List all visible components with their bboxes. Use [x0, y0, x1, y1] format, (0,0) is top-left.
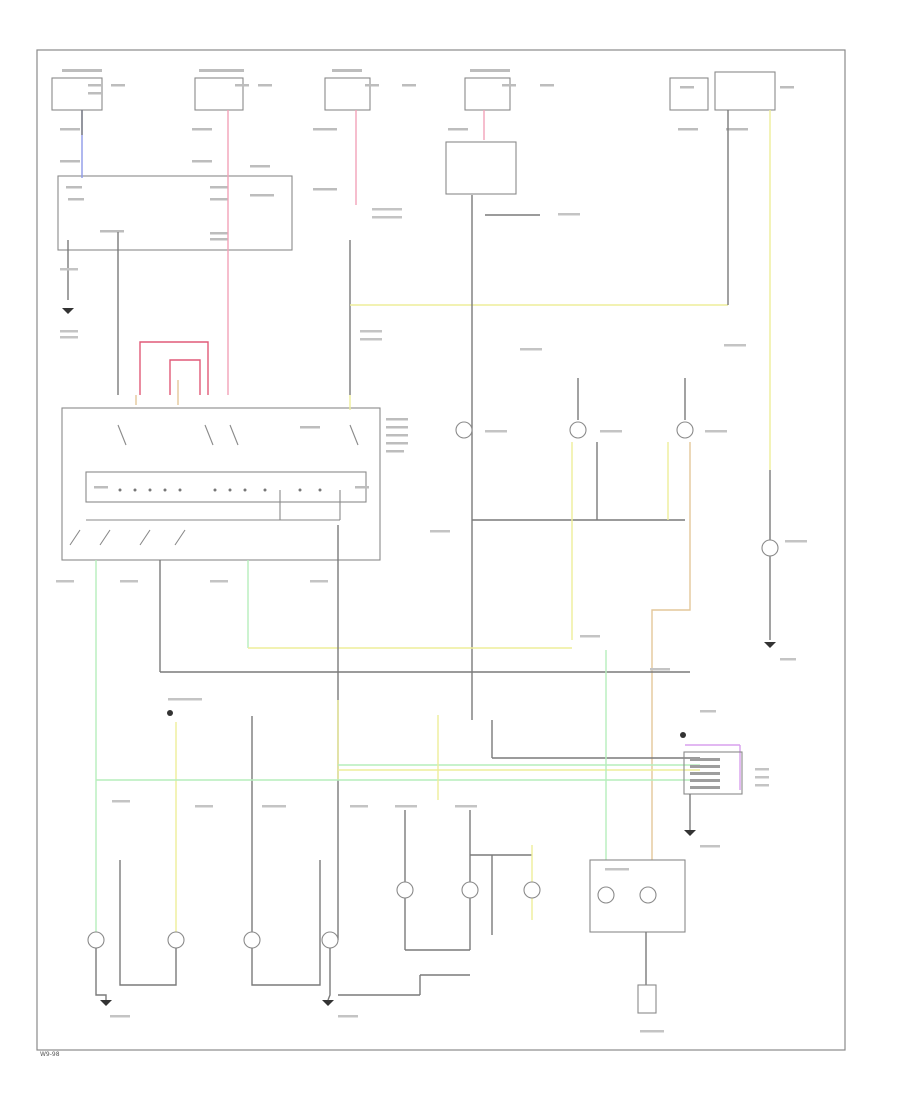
- label-bar: [470, 69, 510, 72]
- fuse-box-6: [714, 71, 776, 111]
- lamp-icon: [167, 931, 185, 949]
- lamps: [87, 421, 779, 949]
- lamp-icon: [455, 421, 473, 439]
- switch-contacts: [69, 424, 359, 546]
- switch-dots: [118, 488, 322, 492]
- label-bar: [332, 69, 362, 72]
- lamp-icon: [523, 881, 541, 899]
- label-bar: [62, 69, 102, 72]
- label-bar: [678, 128, 698, 131]
- trailer-connector: [683, 751, 743, 795]
- wire-red: [139, 341, 209, 395]
- label-bar: [258, 84, 272, 87]
- label-bar: [88, 92, 102, 95]
- lamp-icon: [639, 886, 657, 904]
- label-bar: [313, 128, 337, 131]
- switch-inner-box: [85, 471, 367, 503]
- lamp-icon: [461, 881, 479, 899]
- lamp-icon: [597, 886, 615, 904]
- flasher-labels: [66, 165, 274, 241]
- harness-bus: [96, 650, 741, 860]
- label-bar: [402, 84, 416, 87]
- lamp-icon: [87, 931, 105, 949]
- wire-column-4: [445, 110, 685, 720]
- label-bar: [540, 84, 554, 87]
- label-bar: [88, 84, 102, 87]
- diagram-frame: [36, 49, 846, 1051]
- ground-icon: [62, 308, 74, 314]
- fuse-box-3: [324, 77, 371, 111]
- wire-tan: [651, 442, 691, 860]
- lamp-icon: [761, 539, 779, 557]
- label-bar: [192, 160, 212, 163]
- fuse-box-5: [669, 77, 709, 111]
- grounds: [62, 308, 776, 1006]
- connector-icon: [167, 710, 173, 716]
- ground-icon: [322, 1000, 334, 1006]
- lamp-icon: [569, 421, 587, 439]
- placeholder-labels: [60, 69, 794, 191]
- wire-red: [169, 359, 201, 395]
- flasher-relay-box: [57, 175, 293, 251]
- footer-code: W9-98: [40, 1051, 60, 1058]
- wire-black: [119, 860, 177, 986]
- ground-icon: [684, 830, 696, 836]
- ground-branches: [95, 860, 331, 1001]
- lamp-icon: [243, 931, 261, 949]
- ground-icon: [100, 1000, 112, 1006]
- fuse-boxes: [51, 71, 776, 111]
- wire-lower-left: [95, 525, 690, 940]
- label-bar: [448, 128, 468, 131]
- connector-icon: [680, 732, 686, 738]
- fuse-box-4: [464, 77, 511, 111]
- trailer-connector-pins: [690, 758, 720, 789]
- wire-black: [327, 948, 331, 1001]
- label-bar: [60, 128, 80, 131]
- wire-column-2: [135, 110, 229, 405]
- label-bar: [726, 128, 748, 131]
- turn-hazard-switch-box: [61, 407, 381, 561]
- label-bar: [111, 84, 125, 87]
- lamp-icon: [396, 881, 414, 899]
- lamp-icon: [321, 931, 339, 949]
- ground-icon: [764, 642, 776, 648]
- wire-black: [251, 860, 321, 986]
- switch-labels: [94, 418, 408, 489]
- wire-black: [95, 948, 107, 1000]
- label-bar: [502, 84, 516, 87]
- fuse-box-2: [194, 77, 244, 111]
- hazard-relay-box: [445, 141, 517, 195]
- label-bar: [192, 128, 212, 131]
- label-bar: [780, 86, 794, 89]
- label-bar: [313, 188, 337, 191]
- wire-column-3: [349, 110, 728, 410]
- rear-connector: [637, 984, 657, 1014]
- park-lamp-circuit: [404, 810, 533, 951]
- label-bar: [365, 84, 379, 87]
- lamp-icon: [676, 421, 694, 439]
- label-bar: [235, 84, 249, 87]
- placeholder-captions: [56, 208, 807, 1033]
- wire-column-1: [67, 110, 119, 395]
- rear-lamp-box: [589, 859, 686, 933]
- label-bar: [199, 69, 244, 72]
- label-bar: [680, 86, 694, 89]
- label-bar: [60, 160, 80, 163]
